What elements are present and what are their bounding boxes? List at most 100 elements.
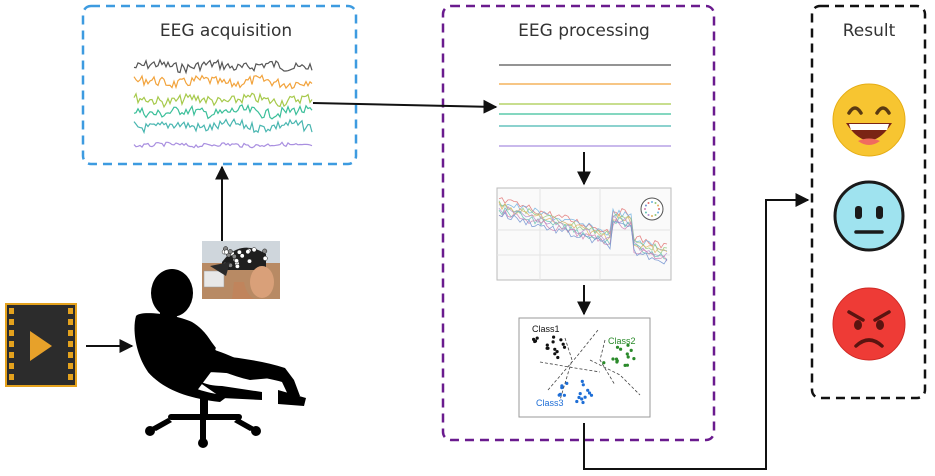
raw-signal-trace: [133, 141, 313, 149]
scatter-point: [561, 342, 565, 346]
scatter-point: [623, 363, 627, 367]
electrode-dot: [644, 208, 646, 210]
spectrum-trace: [498, 203, 667, 251]
scatter-point: [626, 343, 630, 347]
raw-signal-trace: [133, 103, 313, 120]
scatter-point: [575, 399, 579, 404]
spectrum-trace: [498, 209, 668, 262]
scatter-point: [625, 363, 630, 367]
film-hole: [9, 341, 14, 347]
electrode-dot: [651, 201, 653, 203]
result-panel: [810, 4, 927, 400]
electrode-dot: [657, 204, 660, 207]
angry-face-icon: [832, 287, 906, 361]
scatter-point: [589, 393, 594, 397]
scatter-point: [586, 388, 590, 392]
class3-label: Class3: [536, 398, 564, 408]
scatter-point: [555, 350, 559, 354]
processing-title: EEG processing: [518, 21, 650, 41]
scatter-point: [562, 345, 567, 349]
scatter-point: [560, 386, 564, 390]
film-hole: [9, 352, 14, 358]
film-hole: [9, 374, 14, 380]
video-play-icon: [5, 303, 77, 387]
electrode-dot: [654, 201, 657, 204]
scatter-point: [553, 347, 557, 351]
class2-label: Class2: [608, 336, 636, 346]
scatter-point: [581, 383, 585, 387]
scatter-point: [546, 346, 550, 350]
electrode-dot: [657, 211, 660, 214]
film-hole: [68, 374, 73, 380]
scatter-point: [625, 352, 629, 356]
scatter-point: [626, 355, 630, 359]
electrode-dot: [644, 204, 647, 207]
scatter-point: [614, 357, 619, 361]
scatter-point: [558, 392, 562, 396]
scatter-point: [577, 395, 581, 400]
electrode-dot: [647, 214, 650, 217]
scatter-point: [562, 393, 567, 397]
scatter-point: [551, 340, 555, 344]
acquisition-title: EEG acquisition: [160, 21, 292, 41]
cap-electrode: [247, 258, 252, 264]
scatter-point: [583, 395, 587, 399]
processing-panel: [441, 4, 716, 442]
scatter-point: [580, 379, 584, 383]
scatter-point: [581, 400, 585, 405]
film-hole: [68, 319, 73, 325]
acquisition-panel: [81, 4, 358, 166]
scatter-point: [578, 392, 582, 396]
scatter-point: [632, 357, 636, 361]
electrode-dot: [651, 215, 653, 217]
raw-signal-trace: [133, 118, 313, 135]
scatter-point: [602, 361, 606, 365]
scatter-point: [611, 357, 615, 361]
raw-signal-trace: [133, 74, 313, 90]
film-hole: [9, 363, 14, 369]
laughing-face-icon: [832, 83, 906, 157]
cap-electrode: [262, 248, 268, 254]
film-hole: [68, 352, 73, 358]
raw-eeg-signals: [133, 58, 313, 149]
filtered-eeg-signals: [499, 64, 671, 147]
scatter-point: [565, 381, 569, 385]
electrode-dot: [654, 214, 657, 217]
scatter-point: [545, 343, 549, 347]
cap-electrode: [231, 253, 237, 259]
scatter-point: [580, 397, 584, 401]
classification-to-result-arrow: [583, 193, 810, 470]
scatter-point: [615, 345, 620, 349]
raw-signal-trace: [133, 58, 313, 75]
class1-label: Class1: [532, 324, 560, 334]
cap-electrode: [262, 255, 268, 261]
scatter-point: [587, 391, 592, 395]
film-hole: [68, 341, 73, 347]
electrode-dot: [644, 211, 647, 214]
spectrum-trace: [498, 197, 668, 249]
electrode-dot: [647, 201, 650, 204]
raw-signal-trace: [133, 92, 313, 109]
scatter-point: [552, 335, 556, 339]
cap-electrode: [227, 249, 233, 255]
head-topography-icon: [640, 197, 664, 221]
film-hole: [9, 319, 14, 325]
film-hole: [68, 363, 73, 369]
scatter-point: [556, 355, 560, 360]
seated-person-silhouette: [134, 269, 306, 448]
cap-electrode: [245, 249, 251, 255]
spectrum-trace: [498, 205, 668, 257]
acquisition-to-processing-arrow: [312, 99, 498, 114]
scatter-point: [619, 347, 623, 351]
spectrum-trace: [498, 200, 668, 254]
film-hole: [68, 330, 73, 336]
classification-plot: Class1 Class2 Class3: [518, 317, 651, 418]
scatter-point: [533, 339, 538, 343]
film-hole: [9, 330, 14, 336]
cap-electrode: [234, 258, 239, 264]
scatter-point: [553, 352, 557, 356]
result-title: Result: [843, 21, 896, 41]
neutral-face-icon: [833, 180, 905, 252]
cap-electrode: [239, 253, 245, 259]
